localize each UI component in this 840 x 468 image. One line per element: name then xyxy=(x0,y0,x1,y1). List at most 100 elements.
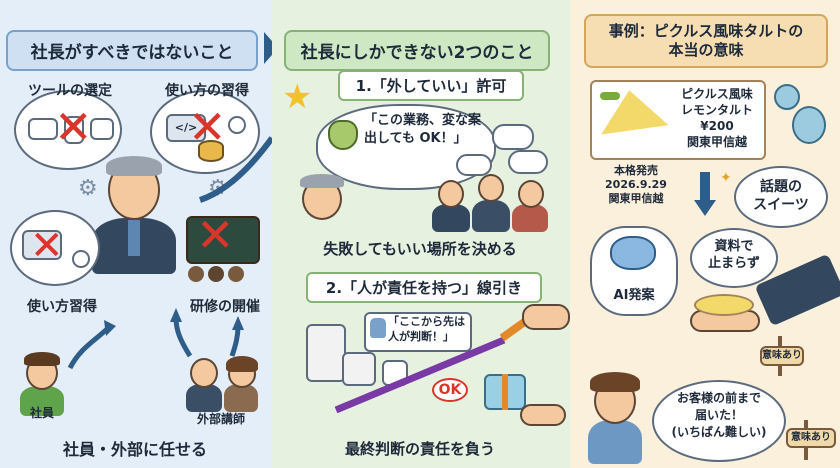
panel3-title-line2: 本当の意味 xyxy=(668,41,744,59)
delegation-arrows xyxy=(67,136,275,370)
laptop-icon xyxy=(90,118,114,140)
chalkboard-icon xyxy=(186,216,260,264)
step1-title: 1.「外していい」許可 xyxy=(338,70,524,101)
phone-icon xyxy=(64,116,84,144)
panel-case-study: 事例：ピクルス風味タルトの 本当の意味 ピクルス風味 レモンタルト ¥200 関… xyxy=(570,0,840,468)
employee-shirt xyxy=(20,386,64,416)
product-price: ¥200 xyxy=(700,119,734,133)
meaningful-sign: 意味あり xyxy=(786,428,836,448)
panel-only-president: 社長にしかできない2つのこと 1.「外していい」許可 ★ 「この業務、変な案出し… xyxy=(272,0,570,468)
ok-stamp-icon: OK xyxy=(432,378,468,402)
instructor-avatar xyxy=(190,358,218,388)
document-line1: 資料で xyxy=(714,239,754,254)
document-stack-icon xyxy=(342,352,376,386)
step2-caption: 最終判断の責任を負う xyxy=(344,440,495,458)
item-tool-selection-label: ツールの選定 xyxy=(28,83,112,99)
team-member-avatar xyxy=(478,174,504,202)
employee-hair xyxy=(24,352,60,366)
pickle-topping-icon xyxy=(600,92,620,100)
customer-hair xyxy=(590,372,640,392)
arrow-down-shaft xyxy=(700,172,710,204)
tart-plate-icon xyxy=(694,294,754,316)
cross-icon: ✕ xyxy=(188,100,227,154)
ai-label: AI発案 xyxy=(613,288,655,303)
release-info: 本格発売 2026.9.29 関東甲信越 xyxy=(584,164,688,206)
document-text: 資料で 止まらず xyxy=(692,238,776,272)
meaningful-sign: 意味あり xyxy=(760,346,804,366)
code-window-icon xyxy=(166,114,206,142)
cross-icon: ✕ xyxy=(54,100,93,154)
stopwatch-icon xyxy=(228,116,246,134)
step1-caption: 失敗してもいい場所を決める xyxy=(323,240,517,258)
hand-icon xyxy=(522,304,570,330)
tablet-icon xyxy=(28,118,58,140)
speech-bubble-icon xyxy=(492,124,534,150)
boss-hair xyxy=(106,156,162,176)
panel3-title: 事例：ピクルス風味タルトの 本当の意味 xyxy=(584,14,828,68)
customer-line2: 届いた！ xyxy=(694,408,743,422)
customer-line3: (いちばん難しい) xyxy=(671,425,767,439)
instructor-suit xyxy=(224,384,258,412)
team-member-avatar xyxy=(518,180,544,208)
team-member-shirt xyxy=(512,204,548,232)
step2-sign-text: 「ここから先は人が判断！」 xyxy=(388,315,465,343)
document-stack-icon xyxy=(306,324,346,382)
instructor-hair xyxy=(226,356,258,372)
product-name-line2: レモンタルト xyxy=(680,103,753,117)
employee-label: 社員 xyxy=(29,406,54,420)
stopwatch-icon xyxy=(72,250,90,268)
release-label: 本格発売 xyxy=(614,164,658,177)
code-glyph: </> xyxy=(174,121,198,134)
document-line2: 止まらず xyxy=(708,256,760,271)
mascot-icon xyxy=(792,106,826,144)
item-training-label: 研修の開催 xyxy=(190,299,260,315)
audience-head xyxy=(208,266,224,282)
speech-bubble-icon xyxy=(456,154,492,176)
gear-icon: ⚙ xyxy=(78,176,98,201)
brain-icon xyxy=(610,236,656,270)
team-member-avatar xyxy=(438,180,464,208)
release-date: 2026.9.29 xyxy=(605,178,667,191)
sweets-text: 話題の スイーツ xyxy=(736,178,826,214)
cat-mascot-icon xyxy=(328,120,358,150)
team-member-suit xyxy=(432,204,470,232)
item-learning-usage-label: 使い方の習得 xyxy=(165,83,249,99)
hand-icon xyxy=(520,404,566,426)
sweets-line2: スイーツ xyxy=(753,197,809,213)
arrow-down-icon xyxy=(694,200,716,216)
product-region: 関東甲信越 xyxy=(686,135,747,149)
cross-icon: ✕ xyxy=(196,208,235,262)
cross-icon: ✕ xyxy=(30,223,64,269)
code-window-icon xyxy=(22,230,62,260)
instructor-suit xyxy=(186,384,222,412)
customer-bubble xyxy=(652,380,786,462)
instructor-label: 外部講師 xyxy=(196,412,245,426)
speech-bubble-icon xyxy=(508,150,548,174)
boss-tie xyxy=(128,220,140,256)
product-name: ピクルス風味 レモンタルト ¥200 関東甲信越 xyxy=(672,86,762,150)
document-bubble xyxy=(690,228,778,288)
audience-head xyxy=(228,266,244,282)
release-region: 関東甲信越 xyxy=(608,192,664,205)
sweets-line1: 話題の xyxy=(760,179,802,195)
sweets-bubble xyxy=(734,166,828,228)
product-name-line1: ピクルス風味 xyxy=(681,87,753,101)
step2-title: 2.「人が責任を持つ」線引き xyxy=(306,272,542,303)
sparkle-icon: ✦ xyxy=(720,170,732,186)
customer-line1: お客様の前まで xyxy=(676,391,761,405)
team-member-suit xyxy=(472,200,510,232)
coin-stack-icon xyxy=(198,140,224,162)
mascot-icon xyxy=(774,84,800,110)
audience-head xyxy=(188,266,204,282)
gift-ribbon xyxy=(502,374,508,410)
hand-stop-icon xyxy=(370,318,386,338)
boss-hair xyxy=(300,174,344,188)
customer-shirt xyxy=(588,420,642,464)
customer-text: お客様の前まで 届いた！ (いちばん難しい) xyxy=(656,390,782,441)
panel-not-to-do: 社長がすべきではないこと ツールの選定 ✕ 使い方の習得 </> ✕ ⚙ ⚙ ✕… xyxy=(0,0,275,468)
star-icon: ★ xyxy=(282,77,313,117)
step1-bubble-text: 「この業務、変な案出しても OK！」 xyxy=(364,113,482,146)
panel1-footer: 社員・外部に任せる xyxy=(62,440,207,459)
panel1-title: 社長がすべきではないこと xyxy=(6,30,258,71)
panel3-title-line1: 事例：ピクルス風味タルトの xyxy=(608,22,804,40)
